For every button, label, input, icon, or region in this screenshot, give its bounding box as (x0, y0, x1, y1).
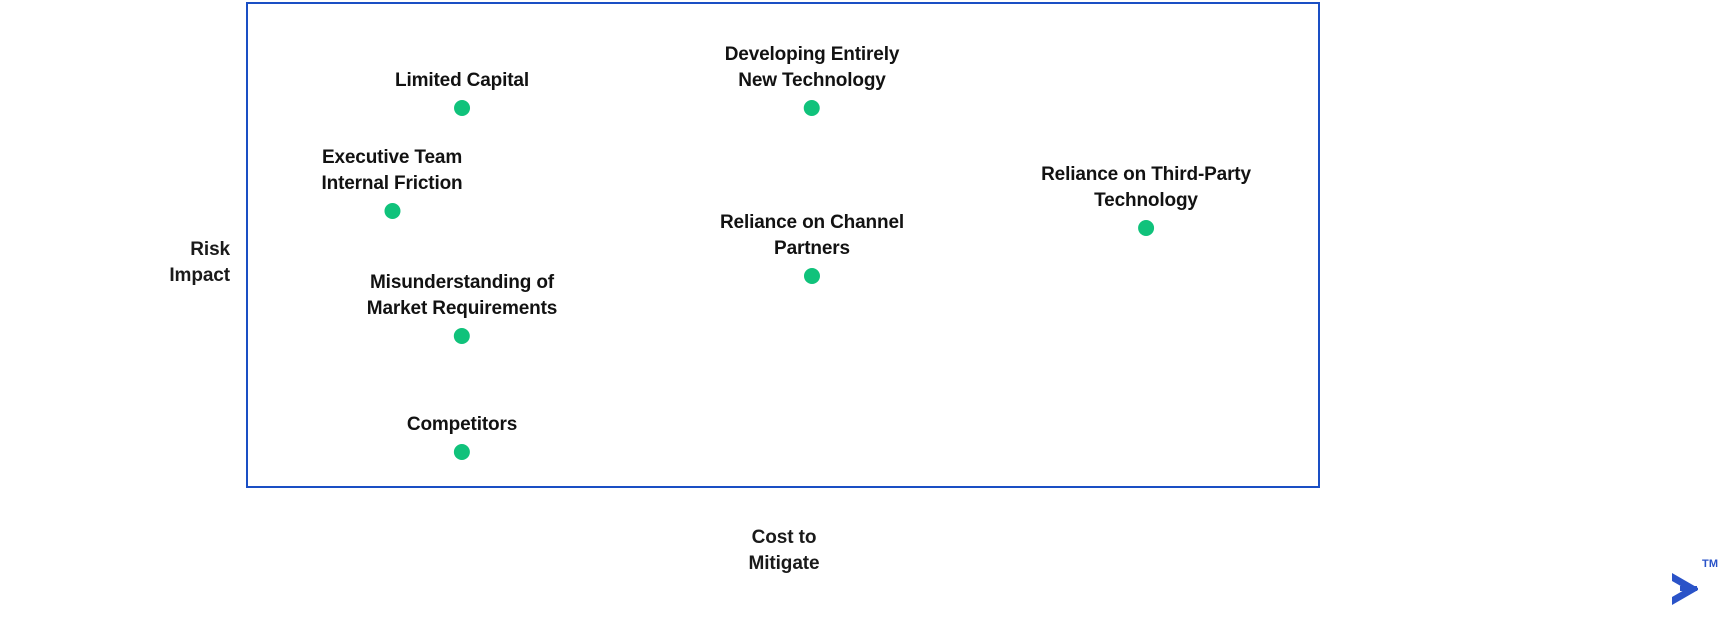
data-point-group[interactable]: Competitors (406, 412, 518, 461)
data-point-label: Limited Capital (395, 70, 529, 91)
data-point-group[interactable]: Limited Capital (395, 68, 529, 117)
y-axis-title: Risk Impact (169, 239, 230, 287)
trademark-symbol: TM (1702, 558, 1719, 570)
data-point-group[interactable]: Reliance on Third-Party Technology (1041, 162, 1251, 237)
x-axis-title: Cost to Mitigate (748, 527, 820, 575)
data-point-marker[interactable] (1137, 220, 1154, 237)
data-point-marker[interactable] (384, 203, 400, 220)
data-point-marker[interactable] (454, 444, 470, 461)
data-point-label: Developing Entirely New Technology (724, 44, 900, 92)
data-point-marker[interactable] (804, 268, 820, 285)
chart-plot-area (246, 2, 1320, 488)
data-point-group[interactable]: Executive Team Internal Friction (321, 145, 463, 220)
data-point-group[interactable]: Reliance on Channel Partners (719, 210, 905, 285)
data-point-label: Reliance on Channel Partners (719, 212, 905, 260)
data-point-label: Executive Team Internal Friction (321, 147, 463, 195)
brand-chevron-arrow-logo (1672, 573, 1698, 605)
data-point-marker[interactable] (453, 328, 470, 345)
data-point-group[interactable]: Developing Entirely New Technology (724, 42, 900, 117)
data-point-label: Reliance on Third-Party Technology (1041, 164, 1251, 212)
data-point-marker[interactable] (804, 100, 820, 117)
data-point-label: Misunderstanding of Market Requirements (366, 272, 558, 320)
data-point-group[interactable]: Misunderstanding of Market Requirements (366, 270, 558, 345)
data-point-label: Competitors (406, 414, 518, 435)
data-point-marker[interactable] (454, 100, 470, 117)
